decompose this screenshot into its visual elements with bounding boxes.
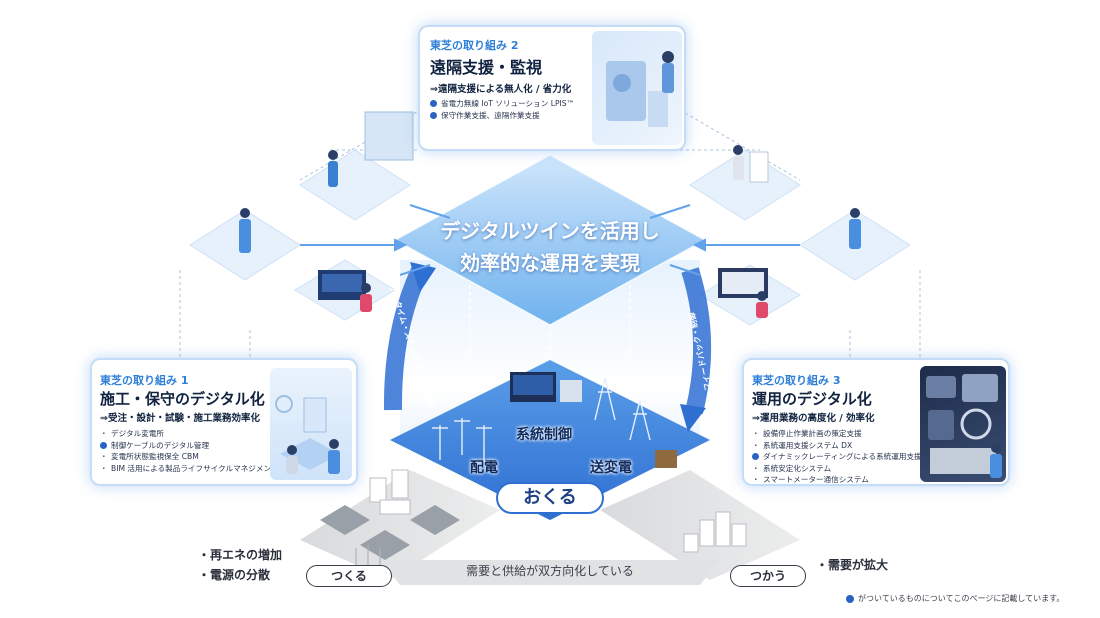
side-figures [239, 111, 861, 318]
list-item: ダイナミックレーティングによる系統運用支援 [752, 451, 922, 463]
card-initiative-3: 東芝の取り組み 3 運用のデジタル化 ⇒運用業務の高度化 / 効率化 ・設備停止… [742, 358, 1010, 486]
bullet-renewables: ・再エネの増加 [198, 548, 283, 562]
card-initiative-2: 東芝の取り組み 2 遠隔支援・監視 ⇒遠隔支援による無人化 / 省力化 省電力無… [418, 25, 686, 151]
list-item: ・系統運用支援システム DX [752, 440, 853, 450]
label-transmission: 送変電 [590, 460, 632, 476]
card-kicker: 東芝の取り組み 1 [100, 374, 189, 387]
list-item: ・BIM 活用による製品ライフサイクルマネジメント [100, 463, 279, 473]
footnote-dot [846, 595, 854, 603]
card-title: 施工・保守のデジタル化 [100, 390, 265, 408]
card-list: ・デジタル変電所 制御ケーブルのデジタル管理 ・変電所状態監視保全 CBM ・B… [100, 428, 279, 474]
pill-tsukuru: つくる [306, 565, 392, 587]
band-text: 需要と供給が双方向化している [466, 564, 634, 578]
pill-okuru: おくる [496, 482, 604, 514]
card-initiative-1: 東芝の取り組み 1 施工・保守のデジタル化 ⇒受注・設計・試験・施工業務効率化 … [90, 358, 358, 486]
list-item: ・スマートメーター通信システム [752, 475, 869, 484]
card-kicker: 東芝の取り組み 3 [752, 374, 841, 387]
bottom-platform [300, 469, 800, 585]
card-subtitle: ⇒運用業務の高度化 / 効率化 [752, 413, 875, 424]
card-illustration [270, 368, 352, 480]
card-illustration [920, 366, 1006, 482]
center-title-line1: デジタルツインを活用し [440, 219, 660, 243]
bullet-demand: ・需要が拡大 [816, 558, 889, 572]
floor-assets [432, 372, 677, 468]
pill-tsukau: つかう [730, 565, 806, 587]
card-title: 運用のデジタル化 [752, 390, 872, 408]
bullet-distributed: ・電源の分散 [198, 568, 271, 582]
card-list: 省電力無線 IoT ソリューション LPIS™ 保守作業支援、遠隔作業支援 [430, 98, 574, 121]
connector-arrows [300, 204, 800, 276]
center-arrows [383, 262, 712, 432]
list-item: 保守作業支援、遠隔作業支援 [430, 110, 574, 122]
footnote-text: がついているものについてこのページに記載しています。 [858, 594, 1065, 603]
card-illustration [592, 31, 682, 145]
label-distribution: 配電 [470, 460, 498, 476]
list-item: ・変電所状態監視保全 CBM [100, 452, 199, 461]
list-item: 制御ケーブルのデジタル管理 [100, 440, 279, 452]
list-item: ・デジタル変電所 [100, 429, 165, 438]
center-title-line2: 効率的な運用を実現 [460, 251, 640, 275]
list-item: ・設備停止作業計画の策定支援 [752, 429, 862, 438]
list-item: ・系統安定化システム [752, 463, 832, 473]
list-item: 省電力無線 IoT ソリューション LPIS™ [430, 98, 574, 110]
card-kicker: 東芝の取り組み 2 [430, 39, 519, 52]
label-grid-control: 系統制御 [516, 427, 572, 443]
card-subtitle: ⇒遠隔支援による無人化 / 省力化 [430, 84, 572, 95]
card-subtitle: ⇒受注・設計・試験・施工業務効率化 [100, 413, 260, 424]
card-list: ・設備停止作業計画の策定支援 ・系統運用支援システム DX ダイナミックレーティ… [752, 428, 922, 484]
pillars [469, 285, 631, 400]
card-title: 遠隔支援・監視 [430, 58, 543, 77]
